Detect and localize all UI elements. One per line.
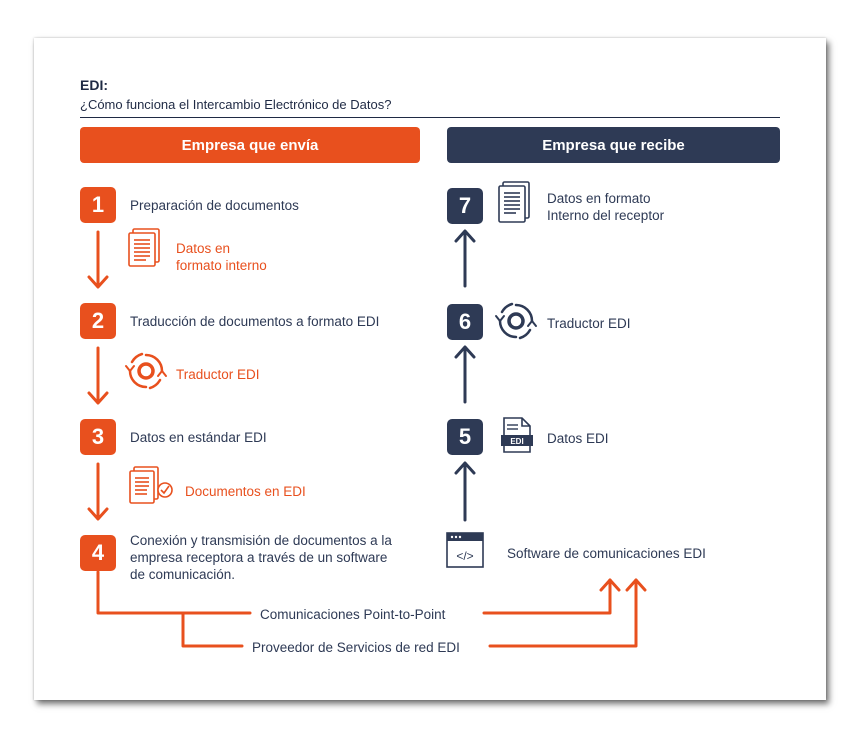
receiver-translator-icon — [495, 302, 537, 340]
sender-step-4-text: Conexión y transmisión de documentos a l… — [130, 532, 392, 583]
sender-step-4-line-2: empresa receptora a través de un softwar… — [130, 550, 388, 565]
intermediate-translator: Traductor EDI — [176, 367, 260, 382]
intermediate-internal-format: Datos en formato interno — [176, 240, 267, 274]
receiver-step-7-text: Datos en formato Interno del receptor — [547, 190, 664, 224]
receiver-heading: Empresa que recibe — [447, 127, 780, 163]
diagram-title: EDI: — [80, 77, 108, 93]
intermediate-edi-documents: Documentos en EDI — [185, 484, 306, 499]
receiver-software-text: Software de comunicaciones EDI — [507, 546, 706, 561]
channel-point-to-point: Comunicaciones Point-to-Point — [260, 607, 446, 622]
receiver-document-icon — [498, 181, 530, 223]
receiver-step-6-text: Traductor EDI — [547, 316, 631, 331]
sender-step-2-text: Traducción de documentos a formato EDI — [130, 314, 380, 329]
arrow-up-software-5 — [454, 461, 476, 522]
code-window-icon: </> — [446, 532, 484, 568]
intermediate-internal-format-line-1: Datos en — [176, 241, 231, 256]
sender-step-4-line-1: Conexión y transmisión de documentos a l… — [130, 533, 392, 548]
intermediate-internal-format-line-2: formato interno — [176, 258, 267, 273]
sender-step-3-text: Datos en estándar EDI — [130, 430, 267, 445]
document-icon — [128, 228, 160, 267]
arrow-up-6-7 — [454, 229, 476, 288]
translator-icon — [125, 352, 167, 390]
receiver-step-7-line-1: Datos en formato — [547, 191, 651, 206]
receiver-step-7-line-2: Interno del receptor — [547, 208, 665, 223]
network-provider-connector — [181, 578, 647, 648]
title-divider — [80, 117, 780, 118]
diagram-subtitle: ¿Cómo funciona el Intercambio Electrónic… — [80, 97, 392, 112]
edi-file-label: EDI — [510, 437, 523, 446]
edi-file-icon: EDI — [501, 417, 533, 453]
receiver-step-5-text: Datos EDI — [547, 431, 609, 446]
arrow-down-1-2 — [87, 230, 109, 289]
code-glyph: </> — [456, 549, 473, 563]
arrow-down-2-3 — [87, 346, 109, 405]
sender-step-1-number: 1 — [80, 187, 116, 223]
sender-step-4-number: 4 — [80, 535, 116, 571]
arrow-up-5-6 — [454, 345, 476, 404]
channel-network-provider: Proveedor de Servicios de red EDI — [252, 640, 460, 655]
document-check-icon — [129, 466, 173, 504]
receiver-step-7-number: 7 — [447, 188, 483, 224]
sender-step-4-line-3: de comunicación. — [130, 567, 236, 582]
sender-step-2-number: 2 — [80, 303, 116, 339]
receiver-step-6-number: 6 — [447, 304, 483, 340]
sender-step-1-text: Preparación de documentos — [130, 198, 299, 213]
point-to-point-connector — [96, 570, 621, 615]
arrow-down-3-4 — [87, 462, 109, 521]
sender-step-3-number: 3 — [80, 419, 116, 455]
receiver-step-5-number: 5 — [447, 419, 483, 455]
sender-heading: Empresa que envía — [80, 127, 420, 163]
